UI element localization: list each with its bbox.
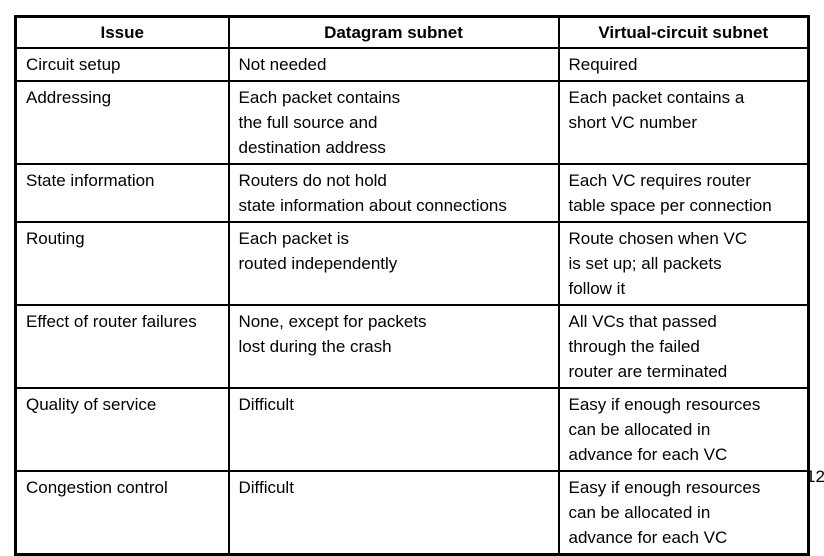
datagram-cell: Difficult — [227, 470, 560, 556]
datagram-cell: Routers do not hold state information ab… — [227, 163, 560, 223]
issue-cell: Quality of service — [14, 387, 230, 472]
issue-cell: Routing — [14, 221, 230, 306]
issue-cell: Effect of router failures — [14, 304, 230, 389]
datagram-cell: Each packet is routed independently — [227, 221, 560, 306]
virtual-circuit-cell: Route chosen when VC is set up; all pack… — [557, 221, 810, 306]
issue-cell: Congestion control — [14, 470, 230, 556]
datagram-vs-virtual-circuit-table: Issue Datagram subnet Virtual-circuit su… — [14, 15, 810, 556]
datagram-cell: None, except for packets lost during the… — [227, 304, 560, 389]
table-row-quality-of-service: Quality of service Difficult Easy if eno… — [14, 387, 810, 472]
issue-cell: Addressing — [14, 80, 230, 165]
table-row-addressing: Addressing Each packet contains the full… — [14, 80, 810, 165]
table-row-congestion-control: Congestion control Difficult Easy if eno… — [14, 470, 810, 556]
table-row-state-information: State information Routers do not hold st… — [14, 163, 810, 223]
table-header-row: Issue Datagram subnet Virtual-circuit su… — [14, 15, 810, 49]
column-header-virtual-circuit-subnet: Virtual-circuit subnet — [557, 15, 810, 49]
table-row-circuit-setup: Circuit setup Not needed Required — [14, 47, 810, 82]
datagram-cell: Not needed — [227, 47, 560, 82]
virtual-circuit-cell: Each packet contains a short VC number — [557, 80, 810, 165]
page-number: 12 — [806, 467, 824, 486]
virtual-circuit-cell: Each VC requires router table space per … — [557, 163, 810, 223]
table-row-routing: Routing Each packet is routed independen… — [14, 221, 810, 306]
virtual-circuit-cell: Easy if enough resources can be allocate… — [557, 387, 810, 472]
datagram-cell: Difficult — [227, 387, 560, 472]
column-header-datagram-subnet: Datagram subnet — [227, 15, 560, 49]
virtual-circuit-cell: All VCs that passed through the failed r… — [557, 304, 810, 389]
issue-cell: State information — [14, 163, 230, 223]
issue-cell: Circuit setup — [14, 47, 230, 82]
column-header-issue: Issue — [14, 15, 230, 49]
table-row-effect-of-router-failures: Effect of router failures None, except f… — [14, 304, 810, 389]
virtual-circuit-cell: Easy if enough resources can be allocate… — [557, 470, 810, 556]
datagram-cell: Each packet contains the full source and… — [227, 80, 560, 165]
virtual-circuit-cell: Required — [557, 47, 810, 82]
